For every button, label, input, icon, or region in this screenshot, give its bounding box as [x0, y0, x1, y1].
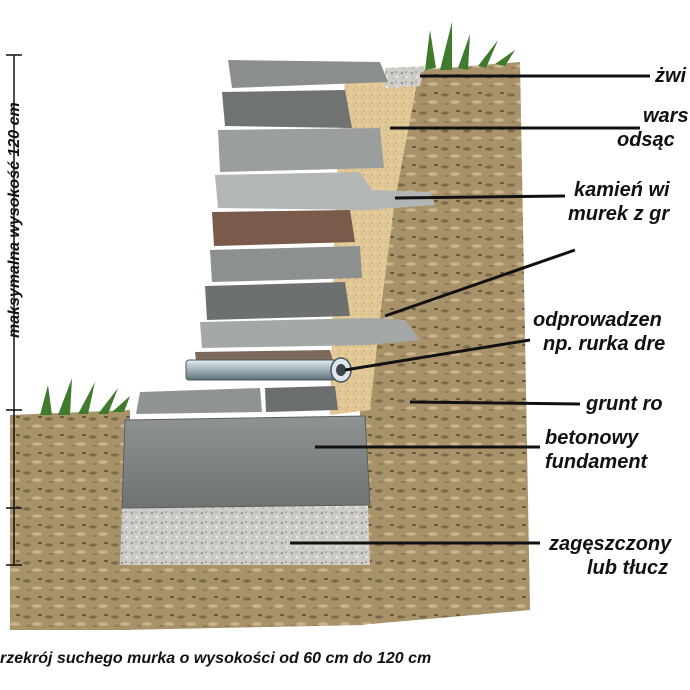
label-drain-line1: odprowadzen — [533, 308, 665, 332]
label-foundation: betonowy fundament — [545, 426, 647, 474]
top-gravel — [385, 66, 425, 88]
label-drain-line2: np. rurka dre — [543, 332, 665, 356]
label-native-soil-text: grunt ro — [586, 393, 663, 415]
label-drainage-layer: wars odsąc — [643, 104, 689, 152]
label-stone: kamień wi murek z gr — [574, 178, 670, 226]
label-gravel: żwi — [655, 64, 686, 88]
label-foundation-line1: betonowy — [545, 426, 647, 450]
diagram-caption: rzekrój suchego murka o wysokości od 60 … — [0, 650, 431, 668]
label-stone-line2: murek z gr — [568, 202, 670, 226]
label-native-soil: grunt ro — [586, 392, 663, 416]
concrete-foundation — [122, 416, 370, 508]
subsoil — [120, 565, 370, 630]
label-drainage-line1: wars — [643, 104, 689, 128]
grass-top-right — [425, 22, 515, 70]
label-gravel-text: żwi — [655, 65, 686, 87]
left-ground-soil — [10, 410, 130, 630]
label-stone-line1: kamień wi — [574, 178, 670, 202]
max-height-dimension-text: maksymalna wysokość 120 cm — [6, 128, 24, 338]
label-foundation-line2: fundament — [545, 450, 647, 474]
label-compacted-line1: zagęszczony — [549, 532, 671, 556]
label-drainage-line2: odsąc — [617, 128, 689, 152]
label-compacted-line2: lub tłucz — [587, 556, 671, 580]
label-drain: odprowadzen np. rurka dre — [533, 308, 665, 356]
grass-left — [40, 378, 130, 415]
gravel-base — [120, 505, 370, 565]
label-compacted: zagęszczony lub tłucz — [549, 532, 671, 580]
drain-pipe — [186, 358, 351, 382]
